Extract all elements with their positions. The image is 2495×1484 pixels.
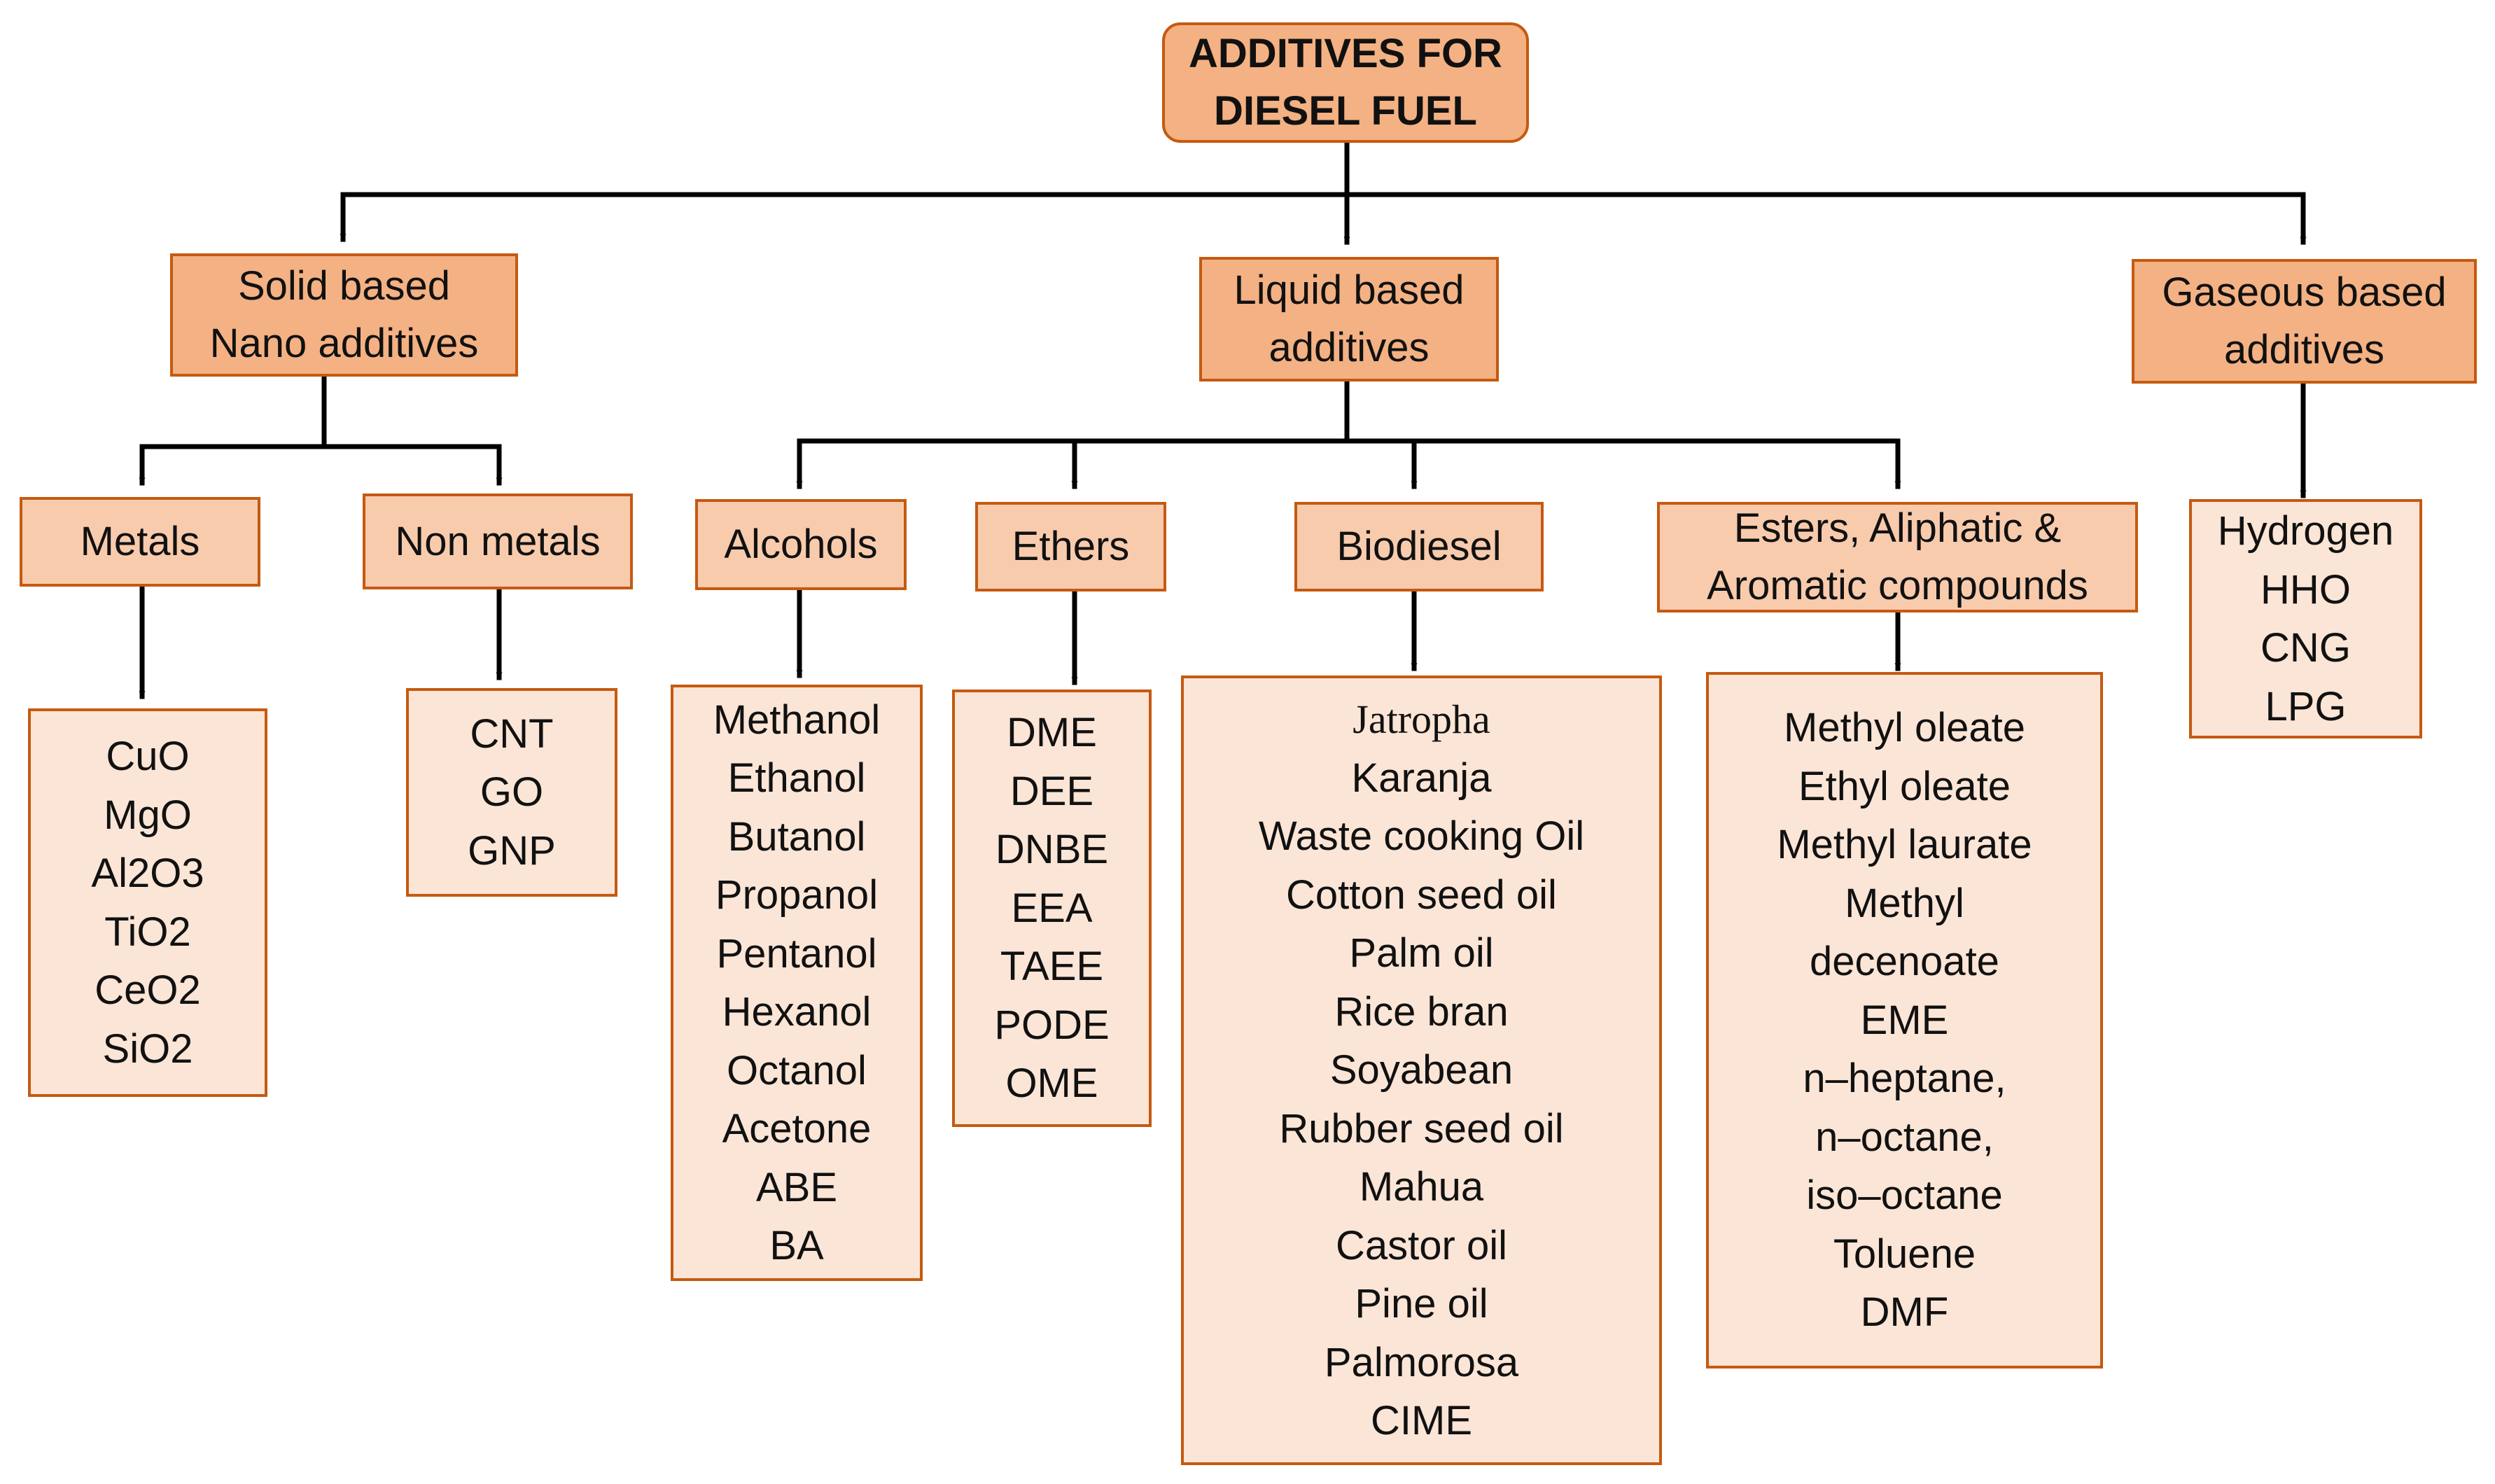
list-item: DME bbox=[1007, 710, 1097, 756]
list-item: EME bbox=[1860, 997, 1949, 1043]
non-metals-list: CNT GO GNP bbox=[406, 688, 617, 897]
liquid-based-node: Liquid based additives bbox=[1199, 257, 1499, 382]
list-item: Waste cooking Oil bbox=[1258, 813, 1585, 860]
biodiesel-list: Jatropha Karanja Waste cooking Oil Cotto… bbox=[1181, 676, 1662, 1465]
gaseous-label-line-2: additives bbox=[2224, 327, 2384, 372]
list-item: n–heptane, bbox=[1803, 1056, 2006, 1102]
solid-label-line-2: Nano additives bbox=[209, 321, 479, 366]
alcohols-list: Methanol Ethanol Butanol Propanol Pentan… bbox=[671, 685, 923, 1281]
list-item: EEA bbox=[1011, 885, 1093, 931]
list-item: decenoate bbox=[1810, 939, 1999, 985]
list-item: CNT bbox=[470, 710, 554, 757]
list-item: DEE bbox=[1009, 768, 1094, 814]
esters-label-line-1: Esters, Aliphatic & bbox=[1733, 505, 2062, 551]
non-metals-node: Non metals bbox=[363, 493, 633, 589]
gaseous-based-node: Gaseous based additives bbox=[2132, 259, 2477, 384]
ethers-node: Ethers bbox=[975, 502, 1166, 592]
list-item: GNP bbox=[468, 827, 556, 874]
list-item: iso–octane bbox=[1806, 1172, 2003, 1219]
list-item: Pentanol bbox=[716, 930, 877, 976]
list-item: Karanja bbox=[1351, 755, 1492, 801]
list-item: Octanol bbox=[727, 1047, 867, 1093]
root-label-line-2: DIESEL FUEL bbox=[1214, 88, 1477, 134]
liquid-label-line-2: additives bbox=[1269, 325, 1430, 370]
list-item: Hydrogen bbox=[2217, 508, 2394, 554]
list-item: Rubber seed oil bbox=[1279, 1105, 1564, 1152]
list-item: Pine oil bbox=[1355, 1281, 1488, 1327]
metals-label: Metals bbox=[80, 519, 200, 564]
list-item: CuO bbox=[106, 734, 190, 779]
esters-list: Methyl oleate Ethyl oleate Methyl laurat… bbox=[1706, 672, 2103, 1368]
list-item: Hexanol bbox=[722, 989, 872, 1035]
alcohols-label: Alcohols bbox=[724, 522, 878, 567]
list-item: TiO2 bbox=[104, 909, 191, 955]
list-item: Cotton seed oil bbox=[1286, 872, 1557, 918]
list-item: PODE bbox=[994, 1002, 1110, 1048]
esters-label-line-2: Aromatic compounds bbox=[1707, 563, 2088, 608]
ethers-label: Ethers bbox=[1012, 524, 1130, 569]
list-item: Methanol bbox=[713, 696, 881, 743]
list-item: Mahua bbox=[1359, 1164, 1484, 1210]
list-item: GO bbox=[480, 769, 544, 816]
solid-label-line-1: Solid based bbox=[237, 263, 451, 309]
list-item: OME bbox=[1005, 1060, 1098, 1107]
biodiesel-node: Biodiesel bbox=[1294, 502, 1544, 592]
gaseous-list: Hydrogen HHO CNG LPG bbox=[2189, 499, 2422, 738]
list-item: CIME bbox=[1371, 1398, 1472, 1444]
root-label-line-1: ADDITIVES FOR bbox=[1189, 31, 1502, 76]
list-item: MgO bbox=[104, 792, 192, 838]
list-item: Palmorosa bbox=[1324, 1339, 1519, 1385]
solid-based-node: Solid based Nano additives bbox=[170, 253, 518, 377]
list-item: Castor oil bbox=[1336, 1222, 1507, 1268]
list-item: Soyabean bbox=[1329, 1047, 1514, 1093]
root-node: ADDITIVES FOR DIESEL FUEL bbox=[1162, 22, 1529, 143]
list-item: Acetone bbox=[722, 1106, 872, 1152]
list-item: Propanol bbox=[715, 872, 879, 918]
metals-node: Metals bbox=[20, 497, 260, 587]
list-item: Butanol bbox=[727, 813, 866, 860]
list-item: CNG bbox=[2260, 625, 2351, 671]
list-item: TAEE bbox=[1000, 944, 1104, 990]
list-item: Methyl oleate bbox=[1784, 705, 2025, 751]
list-item: n–octane, bbox=[1815, 1114, 1994, 1160]
list-item: DNBE bbox=[995, 827, 1109, 873]
list-item: LPG bbox=[2265, 683, 2347, 729]
biodiesel-label: Biodiesel bbox=[1336, 524, 1502, 569]
list-item: Rice bran bbox=[1334, 988, 1509, 1035]
gaseous-label-line-1: Gaseous based bbox=[2162, 270, 2447, 315]
list-item: Toluene bbox=[1833, 1231, 1976, 1277]
list-item: SiO2 bbox=[102, 1026, 193, 1072]
list-item: Palm oil bbox=[1349, 930, 1494, 976]
list-item: Jatropha bbox=[1353, 696, 1490, 743]
metals-list: CuO MgO Al2O3 TiO2 CeO2 SiO2 bbox=[28, 708, 267, 1097]
list-item: Al2O3 bbox=[91, 850, 204, 896]
list-item: Ethyl oleate bbox=[1798, 763, 2011, 809]
list-item: HHO bbox=[2260, 566, 2351, 612]
list-item: Ethanol bbox=[727, 755, 866, 801]
list-item: CeO2 bbox=[95, 967, 201, 1013]
list-item: BA bbox=[769, 1223, 824, 1268]
list-item: Methyl laurate bbox=[1777, 822, 2032, 868]
list-item: ABE bbox=[755, 1164, 838, 1210]
alcohols-node: Alcohols bbox=[695, 499, 907, 590]
ethers-list: DME DEE DNBE EEA TAEE PODE OME bbox=[952, 690, 1152, 1127]
esters-node: Esters, Aliphatic & Aromatic compounds bbox=[1657, 502, 2138, 612]
list-item: Methyl bbox=[1845, 880, 1964, 926]
non-metals-label: Non metals bbox=[395, 518, 601, 564]
list-item: DMF bbox=[1860, 1289, 1949, 1336]
liquid-label-line-1: Liquid based bbox=[1233, 267, 1465, 313]
